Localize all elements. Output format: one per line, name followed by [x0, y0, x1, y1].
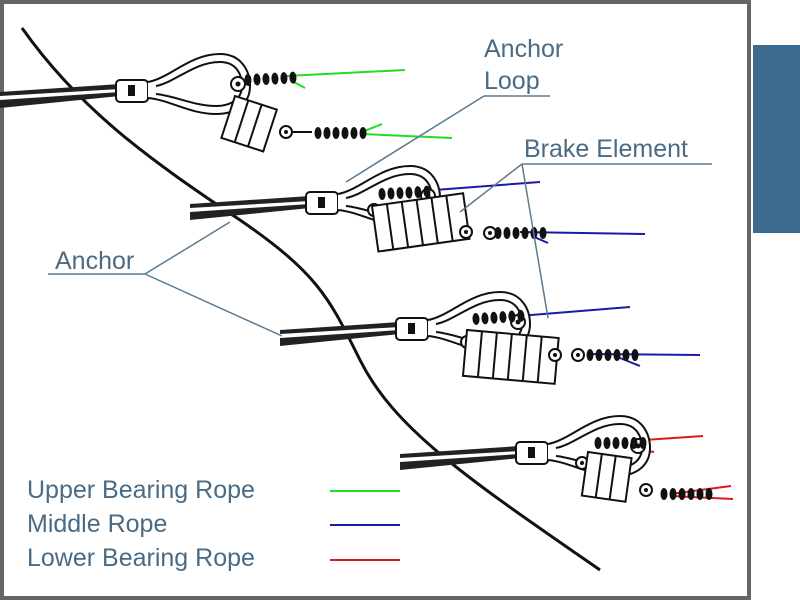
brake-element-label: Brake Element — [524, 135, 688, 163]
anchor-loop-label-line1: Anchor — [484, 35, 564, 63]
anchor-unit-4 — [399, 415, 734, 503]
leader-lines — [48, 95, 712, 337]
legend-label-upper: Upper Bearing Rope — [27, 476, 255, 504]
legend-label-middle: Middle Rope — [27, 510, 168, 538]
anchor-label: Anchor — [55, 247, 135, 275]
side-panel — [753, 45, 800, 233]
legend-label-lower: Lower Bearing Rope — [27, 544, 255, 572]
slope-line — [20, 27, 601, 572]
anchor-unit-3 — [279, 291, 701, 385]
anchor-loop-label-line2: Loop — [484, 67, 540, 95]
anchor-unit-1 — [0, 53, 453, 153]
